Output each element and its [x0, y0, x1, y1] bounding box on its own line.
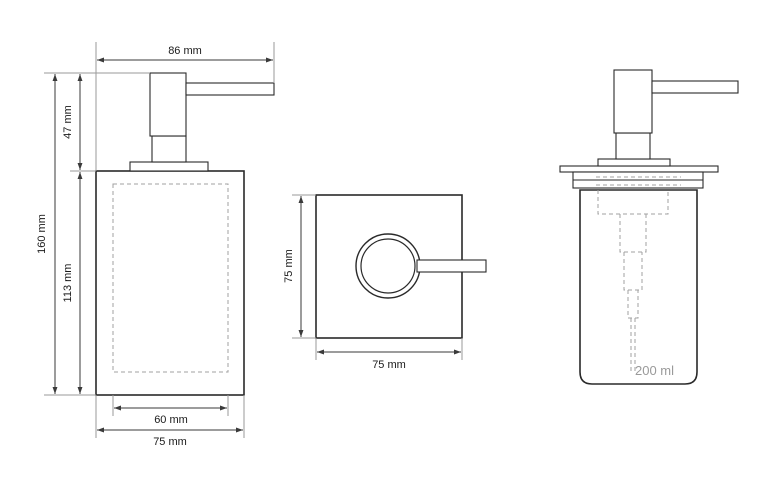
front-top-plate: [129, 161, 209, 172]
front-inner-container: [112, 183, 229, 373]
side-container: [579, 189, 698, 385]
front-spout: [185, 82, 275, 96]
side-pump-mechanism: [597, 190, 669, 372]
top-spout: [416, 259, 487, 273]
side-top-plate: [559, 165, 719, 173]
side-spout: [651, 80, 739, 94]
dim-label-pump-height: 47 mm: [62, 105, 74, 139]
front-dimensions: 86 mm 160 mm 47 mm 113 mm 60 mm 75 mm: [36, 42, 275, 448]
dim-label-total-height: 160 mm: [36, 214, 48, 254]
side-pump-head: [613, 69, 653, 134]
top-dimensions: 75 mm 75 mm: [283, 194, 463, 371]
capacity-label: 200 ml: [635, 363, 674, 378]
front-pump-head: [149, 72, 187, 137]
front-neck: [151, 135, 187, 163]
dim-label-body-width: 75 mm: [153, 436, 187, 448]
dim-label-overall-width: 86 mm: [168, 45, 202, 57]
top-view: [315, 194, 487, 339]
top-pump-ring-inner: [360, 238, 416, 294]
dim-label-body-height: 113 mm: [62, 264, 74, 303]
dim-label-top-width: 75 mm: [372, 359, 406, 371]
dim-label-inner-width: 60 mm: [154, 414, 188, 426]
side-neck: [597, 158, 671, 167]
front-body: [95, 170, 245, 396]
side-neck-stem: [615, 132, 651, 160]
dim-label-top-side: 75 mm: [283, 249, 295, 283]
side-view: 200 ml: [559, 69, 739, 385]
front-view: [95, 72, 275, 396]
